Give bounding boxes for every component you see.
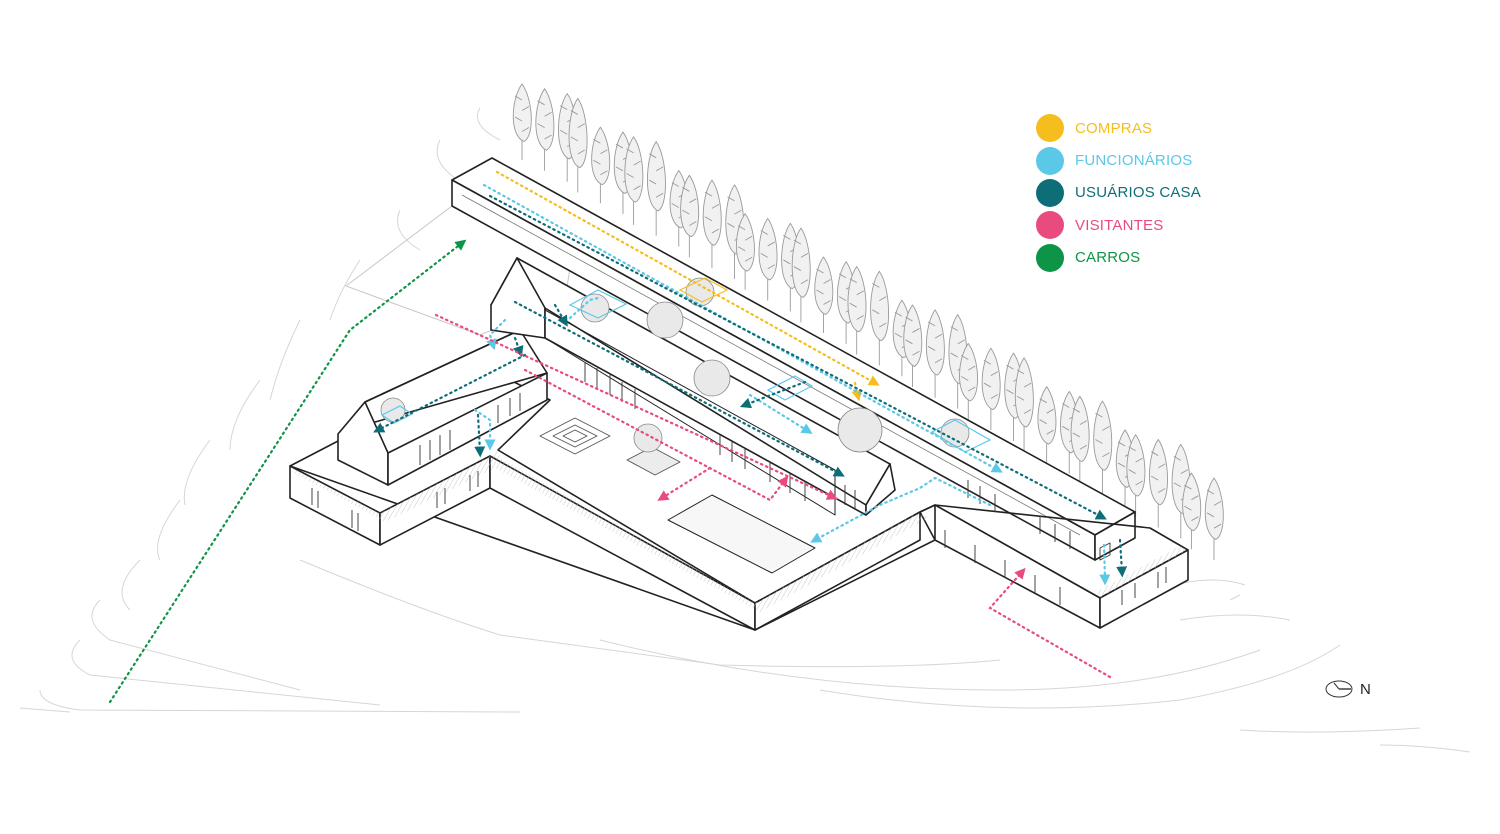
route-funcionarios-4	[748, 393, 813, 434]
reflecting-pool	[667, 494, 816, 574]
route-usuarios-6	[739, 380, 807, 409]
tree	[1204, 477, 1224, 560]
deck-hatch	[292, 450, 930, 612]
tree	[680, 174, 700, 258]
tree	[1182, 472, 1202, 550]
windows	[311, 362, 1167, 605]
legend-label: COMPRAS	[1075, 119, 1153, 137]
route-funcionarios-5	[810, 476, 992, 543]
tree	[1126, 433, 1146, 517]
north-bar-end	[1094, 511, 1136, 561]
north-label: N	[1360, 680, 1371, 698]
legend-item: USUÁRIOS CASA	[1036, 177, 1256, 209]
route-compras-down	[851, 381, 863, 402]
route-funcionarios-6	[1099, 543, 1111, 586]
legend-label: CARROS	[1075, 249, 1141, 267]
compass-icon	[1325, 680, 1353, 698]
legend-swatch	[1036, 243, 1064, 272]
route-usuarios-8	[553, 303, 568, 327]
skylights	[380, 277, 992, 453]
north-bar-roof	[451, 157, 1136, 536]
tree	[568, 97, 588, 193]
route-usuarios-5	[474, 413, 486, 458]
tree	[1037, 385, 1057, 463]
tree	[847, 265, 867, 355]
tree-row	[512, 83, 1224, 560]
entrance-plaza	[344, 205, 571, 336]
tree	[736, 212, 755, 290]
legend-item: CARROS	[1036, 242, 1256, 274]
podium-east-deck	[919, 504, 1101, 629]
legend-label: USUÁRIOS CASA	[1075, 184, 1201, 202]
tree	[591, 126, 611, 204]
tree	[814, 256, 834, 333]
tree	[903, 304, 923, 388]
east-deck-hatch	[1096, 546, 1188, 598]
tree	[646, 140, 666, 236]
route-visitantes-1	[434, 313, 838, 500]
tree	[981, 347, 1001, 431]
tree	[758, 217, 778, 301]
tree	[624, 136, 644, 225]
route-usuarios-4	[512, 336, 524, 358]
tree	[1093, 400, 1113, 496]
route-usuarios-1	[488, 194, 1107, 520]
terrain-contours	[19, 107, 1471, 753]
route-usuarios-3	[373, 353, 527, 433]
tree	[1014, 357, 1034, 452]
route-funcionarios-1	[482, 183, 1003, 473]
route-compras	[495, 170, 880, 386]
route-usuarios-7	[1116, 538, 1128, 578]
legend-label: FUNCIONÁRIOS	[1075, 152, 1193, 170]
tree	[512, 83, 532, 160]
tree	[791, 227, 811, 323]
legend-label: VISITANTES	[1075, 216, 1164, 234]
courtyard-trees	[380, 277, 970, 453]
legend-item: VISITANTES	[1036, 209, 1256, 241]
legend-swatch	[1036, 178, 1064, 207]
north-arrow: N	[1324, 678, 1371, 700]
tree	[535, 88, 555, 171]
legend-swatch	[1036, 146, 1064, 175]
tree	[702, 179, 722, 269]
legend-item: COMPRAS	[1036, 112, 1256, 144]
route-funcionarios-7	[568, 296, 600, 320]
route-funcionarios-3	[473, 408, 496, 451]
tree	[1070, 395, 1090, 485]
west-wing-front	[387, 372, 548, 486]
tree	[959, 342, 979, 420]
tree	[925, 309, 945, 398]
route-carros	[108, 239, 467, 704]
legend-swatch	[1036, 114, 1064, 143]
route-visitantes-3	[657, 466, 712, 501]
route-usuarios-2	[513, 300, 845, 477]
route-visitantes-2	[523, 368, 789, 502]
legend-item: FUNCIONÁRIOS	[1036, 144, 1256, 176]
tree	[870, 270, 890, 366]
fountain	[539, 417, 611, 455]
legend-swatch	[1036, 211, 1064, 240]
tree	[1149, 438, 1168, 528]
legend: COMPRAS FUNCIONÁRIOS USUÁRIOS CASA VISIT…	[1036, 112, 1256, 274]
route-visitantes-4	[988, 567, 1112, 679]
circulation-routes	[108, 170, 1128, 704]
